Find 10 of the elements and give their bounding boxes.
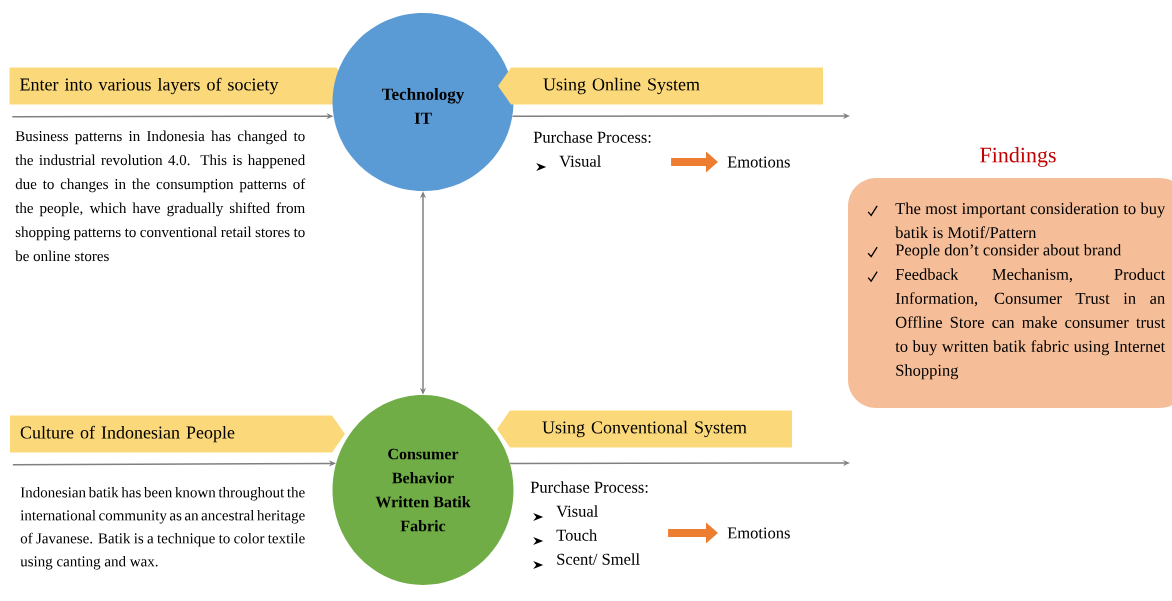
emotions-text: Emotions xyxy=(727,156,790,168)
finding-text: Feedback Mechanism, Product Information, Consumer Trust in an Offline Store can make consumer trust to buy written batik fabric using Internet Shopping xyxy=(895,268,1166,380)
emotions-text: Emotions xyxy=(727,527,790,539)
finding-text: The most important consideration to buy batik is Motif/Pattern xyxy=(895,202,1166,239)
finding-text: People don’t consider about brand xyxy=(895,243,1122,259)
purchase-process-list: Purchase Process: Visual Touch Scent/ Smell xyxy=(530,481,648,565)
paragraph: Business patterns in Indonesia has changed to the industrial revolution 4.0. This is happened due to changes in the consumption patterns of the people, which have gradually shifted from shopping patterns to conventional retail stores to be online stores xyxy=(15,130,306,262)
paragraph: Indonesian batik has been known throughout the international community as an ancestral heritage of Javanese. Batik is a technique to color textile using canting and wax. xyxy=(20,486,305,570)
heading: Findings xyxy=(980,147,1056,167)
purchase-process-list: Purchase Process: Visual xyxy=(533,131,651,167)
